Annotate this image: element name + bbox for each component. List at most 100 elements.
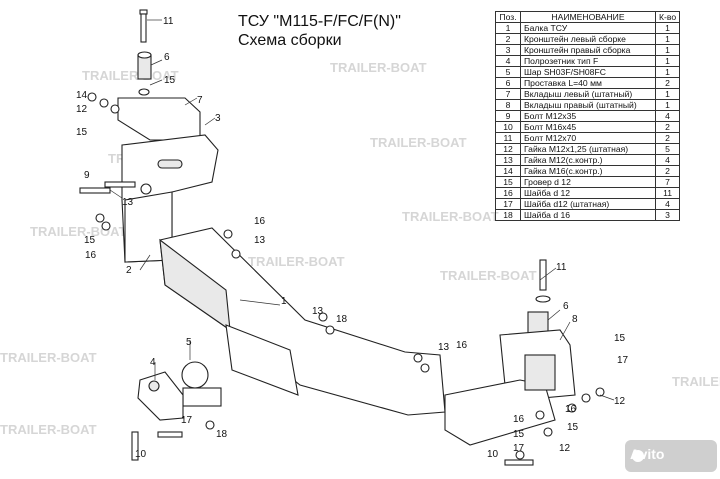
callout-17: 17 <box>513 443 525 454</box>
cell-name: Гровер d 12 <box>520 176 656 188</box>
callout-16: 16 <box>513 414 525 425</box>
callout-10: 10 <box>487 449 499 460</box>
cell-qty: 1 <box>654 99 681 111</box>
callout-17: 17 <box>181 415 193 426</box>
callout-18: 18 <box>336 314 348 325</box>
callout-16: 16 <box>456 340 468 351</box>
cell-qty: 2 <box>654 132 681 144</box>
cell-pos: 3 <box>495 44 521 56</box>
callout-13: 13 <box>254 235 266 246</box>
callout-6: 6 <box>563 301 569 312</box>
watermark: TRAILER-BOAT <box>440 268 537 283</box>
callout-16: 16 <box>565 404 577 415</box>
cell-pos: 4 <box>495 55 521 67</box>
cell-name: Болт М16х45 <box>520 121 656 133</box>
watermark: TRAILER-BOAT <box>370 135 467 150</box>
callout-10: 10 <box>135 449 147 460</box>
bolt-11-right <box>539 259 547 291</box>
socket-hole <box>148 380 160 392</box>
callout-11: 11 <box>163 16 174 27</box>
cell-qty: 2 <box>654 121 681 133</box>
cell-pos: 14 <box>495 165 521 177</box>
cell-name: Болт М12х35 <box>520 110 656 122</box>
callout-8: 8 <box>572 314 578 325</box>
cell-name: Шайба d12 (штатная) <box>520 198 656 210</box>
callout-15: 15 <box>84 235 96 246</box>
bracket-left-slot <box>157 159 183 169</box>
cell-qty: 1 <box>654 22 681 34</box>
cell-pos: 8 <box>495 99 521 111</box>
cell-qty: 2 <box>654 165 681 177</box>
avito-badge: Avito <box>630 446 665 462</box>
callout-13: 13 <box>122 197 134 208</box>
cell-pos: 16 <box>495 187 521 199</box>
callout-2: 2 <box>126 265 132 276</box>
cell-qty: 1 <box>654 55 681 67</box>
callout-18: 18 <box>216 429 228 440</box>
callout-13: 13 <box>312 306 324 317</box>
callout-14: 14 <box>76 90 88 101</box>
cell-pos: 18 <box>495 209 521 221</box>
cell-name: Кронштейн правый сборка <box>520 44 656 56</box>
header-pos: Поз. <box>495 11 521 23</box>
title-line-1: ТСУ "M115-F/FC/F(N)" <box>238 13 401 30</box>
cell-name: Гайка М12х1,25 (штатная) <box>520 143 656 155</box>
cell-qty: 1 <box>654 66 681 78</box>
watermark: TRAILER-BOAT <box>0 350 97 365</box>
callout-1: 1 <box>281 296 287 307</box>
callout-12: 12 <box>559 443 571 454</box>
cell-pos: 17 <box>495 198 521 210</box>
watermark: TRAILER-BOAT <box>30 224 127 239</box>
callout-3: 3 <box>215 113 221 124</box>
callout-6: 6 <box>164 52 170 63</box>
cell-qty: 5 <box>654 143 681 155</box>
cell-qty: 4 <box>654 110 681 122</box>
cell-qty: 1 <box>654 88 681 100</box>
watermark: TRAILER-BOAT <box>402 209 499 224</box>
callout-9: 9 <box>84 170 90 181</box>
cell-pos: 13 <box>495 154 521 166</box>
callout-15: 15 <box>513 429 525 440</box>
bolt-11-top <box>139 9 148 43</box>
cell-qty: 4 <box>654 154 681 166</box>
ball-flange <box>182 387 222 407</box>
bracket-right-3 <box>444 379 556 446</box>
ball-mount-plate <box>225 324 299 396</box>
callout-15: 15 <box>76 127 88 138</box>
leader-lines <box>109 19 615 401</box>
socket-plate-4 <box>137 371 184 421</box>
watermark: TRAILER-BOAT <box>330 60 427 75</box>
cell-name: Кронштейн левый сборке <box>520 33 656 45</box>
parts-table-header: Поз. НАИМЕНОВАНИЕ К-во <box>495 11 681 23</box>
avito-badge-bg <box>625 440 717 472</box>
callout-15: 15 <box>567 422 579 433</box>
washer-right <box>535 295 551 303</box>
cell-name: Гайка М16(с.контр.) <box>520 165 656 177</box>
callout-12: 12 <box>76 104 88 115</box>
cell-qty: 3 <box>654 209 681 221</box>
cell-name: Гайка М12(с.контр.) <box>520 154 656 166</box>
watermark: TRAILER-BOAT <box>248 254 345 269</box>
cell-pos: 1 <box>495 22 521 34</box>
cell-name: Шайба d 12 <box>520 187 656 199</box>
callout-12: 12 <box>614 396 626 407</box>
cell-name: Шар SH03F/SH08FC <box>520 66 656 78</box>
spacer-6-top-cap <box>137 51 152 59</box>
cell-qty: 2 <box>654 77 681 89</box>
cell-pos: 10 <box>495 121 521 133</box>
